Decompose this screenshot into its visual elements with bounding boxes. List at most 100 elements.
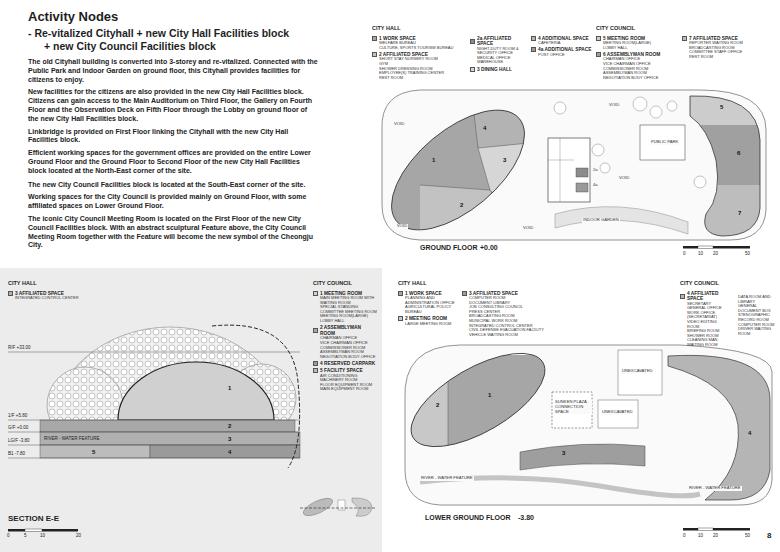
body-text: Working spaces for the City Council is p… <box>28 193 318 211</box>
scale-bar <box>8 529 25 532</box>
label: CITY HALL <box>398 280 427 286</box>
room-list-item: DRIVER WAITING ROOM <box>731 327 777 336</box>
room-list-item: CAFETERIA <box>531 41 593 46</box>
body-text: Efficient working spaces for the governm… <box>28 149 318 175</box>
scale-bar <box>683 246 698 249</box>
label: RIVER - WATER FEATURE <box>688 486 742 491</box>
tree-symbol <box>600 163 610 173</box>
room-list-item: AGRICULTURAL POLICY BUREAU <box>398 305 458 314</box>
label: UNEXCAVATED <box>601 410 633 415</box>
section-drawing <box>47 327 296 420</box>
level-line <box>8 445 300 446</box>
label: 1 <box>228 385 231 392</box>
label: UNEXCAVATED <box>621 369 653 374</box>
label: 5 <box>92 449 95 456</box>
label: SUNKEN PLAZA CONNECTION SPACE <box>554 400 592 414</box>
label: PUBLIC PARK <box>650 140 679 145</box>
room-list-item: SPECIAL STANDING COMMITTEE MEETING ROOM <box>313 305 377 314</box>
room-list-item: NEGOTIATION BODY OFFICE <box>313 355 377 360</box>
label: VOID <box>618 176 630 181</box>
room-list-item: INTEGRATED CONTROL CENTER <box>8 296 128 301</box>
label: 0 <box>683 533 686 538</box>
legend-label: 2 ASSEMBLYMAN ROOM <box>320 325 377 336</box>
label: 4 <box>483 125 486 132</box>
room-list-item: WORK OFFICE (SECRETARIAT) <box>680 311 730 320</box>
section-drawing <box>40 432 300 445</box>
label: VOID <box>522 226 534 231</box>
key-plan <box>352 498 372 516</box>
label: 8 <box>767 531 771 540</box>
room-list-item: POST OFFICE <box>531 53 593 58</box>
lower-ground-floor-plan <box>395 335 772 531</box>
key-plan <box>300 508 375 509</box>
label: 20 <box>713 533 718 538</box>
label: 3 <box>562 450 565 457</box>
label: 7 <box>738 210 741 217</box>
label: +0.00 <box>480 244 498 252</box>
body-text: The new City Council Facilities block is… <box>28 181 318 190</box>
legend-swatch <box>462 291 467 296</box>
label: RIVER - WATER FEATURE <box>44 436 99 441</box>
lower-ground-floor-plan <box>520 444 645 470</box>
tree-symbol <box>694 176 706 188</box>
ground-floor-plan <box>560 138 561 202</box>
label: SECTION E-E <box>8 514 59 523</box>
legend-item: 2a AFFILIATED SPACE <box>470 36 528 47</box>
tree-symbol <box>592 144 604 156</box>
lower-ground-floor-plan <box>395 355 565 450</box>
body-text: New facilities for the citizens are also… <box>28 88 318 123</box>
body-text: Linkbridge is provided on First Floor li… <box>28 128 318 146</box>
legend-label: 3 DINING HALL <box>477 67 528 73</box>
lower-ground-floor-plan <box>395 355 565 450</box>
ground-floor-plan <box>576 183 588 192</box>
section-drawing <box>40 445 150 458</box>
scale-bar <box>713 528 750 531</box>
lower-ground-floor-plan <box>552 392 592 428</box>
text-column: 4 AFFILIATED SPACESECRETARY GENERAL OFFI… <box>680 289 730 348</box>
level-line <box>8 432 300 433</box>
section-drawing <box>40 420 295 432</box>
room-list-item: LOBBY HALL <box>313 319 377 324</box>
label: -3.80 <box>518 514 534 522</box>
label: 10 <box>40 533 45 538</box>
scale-bar <box>25 529 42 532</box>
ground-floor-plan <box>690 96 760 236</box>
legend-label: 4 AFFILIATED SPACE <box>687 291 730 302</box>
body-text: The iconic City Council Meeting Room is … <box>28 215 318 250</box>
ground-floor-plan <box>576 168 588 177</box>
scale-bar <box>683 528 698 531</box>
ground-floor-plan <box>548 138 590 202</box>
label: 1 <box>432 157 435 164</box>
section-drawing <box>47 367 123 420</box>
label: VOID <box>393 122 405 127</box>
scale-bar <box>683 528 750 531</box>
label: 1 <box>488 392 491 399</box>
label: 4a <box>592 183 599 188</box>
label: 4 <box>228 449 231 456</box>
legend-item: 3 DINING HALL <box>470 67 528 73</box>
room-list-item: DATA ROOM AND LIBRARY <box>731 295 777 304</box>
legend-swatch <box>398 291 403 296</box>
text-column: 4 ADDITIONAL SPACECAFETERIA4a ADDITIONAL… <box>531 34 593 57</box>
label: 50 <box>745 251 750 256</box>
lower-ground-floor-plan <box>668 355 770 500</box>
ground-floor-plan <box>420 185 520 240</box>
body-text: The old Cityhall building is converted i… <box>28 58 318 84</box>
room-list-item: MAIN EQUIPMENT ROOM <box>313 387 377 392</box>
label: 5 <box>24 533 27 538</box>
ground-floor-plan <box>371 88 545 252</box>
legend-swatch <box>680 294 685 299</box>
text-column: DATA ROOM AND LIBRARYGENERAL DOCUMENT BO… <box>731 295 777 336</box>
ground-floor-plan <box>370 80 770 252</box>
tree-symbol <box>554 97 706 188</box>
label: VOID <box>608 103 620 108</box>
ground-floor-plan <box>370 80 560 240</box>
label: 10 <box>698 251 703 256</box>
ground-floor-plan <box>680 80 770 245</box>
lower-ground-floor-plan <box>397 335 559 465</box>
lower-ground-floor-plan <box>618 350 662 395</box>
legend-swatch <box>8 291 13 296</box>
room-list-item: REST ROOM <box>682 55 774 60</box>
